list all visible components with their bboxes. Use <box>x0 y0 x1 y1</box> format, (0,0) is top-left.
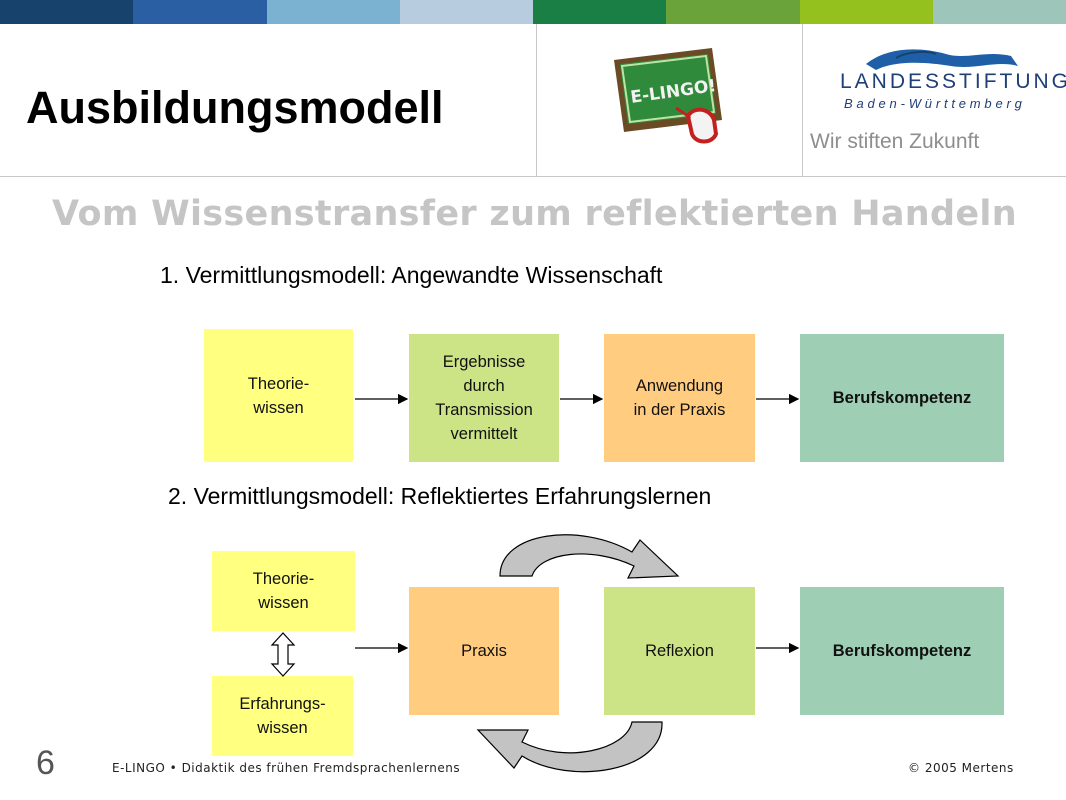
model2-reflection-box: Reflexion <box>604 587 755 715</box>
page-number: 6 <box>36 744 55 782</box>
color-stripe-3 <box>266 0 400 24</box>
color-stripe-5 <box>533 0 667 24</box>
landesstiftung-logo: LANDESSTIFTUNG Baden-Württemberg Wir sti… <box>810 40 1066 160</box>
cycle-arrow-bottom <box>476 721 663 773</box>
color-stripe-7 <box>799 0 933 24</box>
color-stripe-6 <box>666 0 800 24</box>
slogan: Wir stiften Zukunft <box>810 130 980 153</box>
model2-practice-box: Praxis <box>409 587 559 715</box>
landesstiftung-emblem <box>866 49 1018 70</box>
model1-heading: 1. Vermittlungsmodell: Angewandte Wissen… <box>160 262 663 288</box>
model1-theory-box: Theorie- wissen <box>204 329 353 462</box>
subtitle: Vom Wissenstransfer zum reflektierten Ha… <box>52 194 1017 234</box>
model1-competence-box: Berufskompetenz <box>800 334 1004 462</box>
eling-logo-graphic: E-LINGO! <box>614 48 722 144</box>
footer-left-text: E-LINGO • Didaktik des frühen Fremdsprac… <box>112 761 461 775</box>
footer-copyright: © 2005 Mertens <box>908 761 1014 775</box>
header-divider-1 <box>536 24 537 176</box>
color-stripe-bar <box>0 0 1066 24</box>
model2-experience-box: Erfahrungs- wissen <box>212 676 353 756</box>
color-stripe-8 <box>932 0 1066 24</box>
model2-heading: 2. Vermittlungsmodell: Reflektiertes Erf… <box>168 483 712 509</box>
header-bottom-line <box>0 176 1066 177</box>
landesstiftung-name: LANDESSTIFTUNG <box>840 70 1066 93</box>
double-arrow-theory-experience <box>270 632 296 677</box>
model1-application-box: Anwendung in der Praxis <box>604 334 755 462</box>
page-title: Ausbildungsmodell <box>26 82 444 133</box>
model1-transmission-box: Ergebnisse durch Transmission vermittelt <box>409 334 559 462</box>
color-stripe-2 <box>133 0 267 24</box>
model2-theory-box: Theorie- wissen <box>212 551 355 631</box>
model2-competence-box: Berufskompetenz <box>800 587 1004 715</box>
header-divider-2 <box>802 24 803 176</box>
color-stripe-4 <box>399 0 533 24</box>
eling-logo: E-LINGO! <box>606 46 728 152</box>
cycle-arrow-top <box>499 534 680 579</box>
landesstiftung-region: Baden-Württemberg <box>844 96 1026 111</box>
color-stripe-1 <box>0 0 134 24</box>
